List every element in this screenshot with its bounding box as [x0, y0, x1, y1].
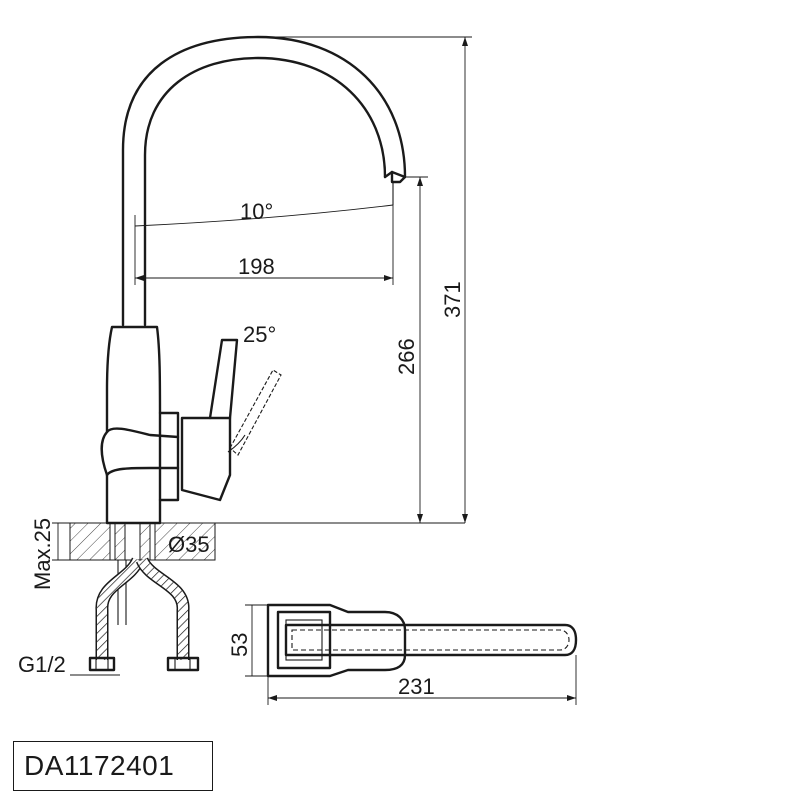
max-thickness-label: Max.25 [30, 518, 55, 590]
spout-dimensions [134, 204, 394, 285]
spout-reach-label: 198 [238, 254, 275, 279]
model-code-box: DA1172401 [13, 741, 213, 791]
countertop-section [69, 522, 465, 561]
handle-length-label: 231 [398, 674, 435, 699]
thickness-dimension [52, 522, 70, 561]
total-height-label: 371 [440, 281, 465, 318]
supply-hoses [88, 556, 200, 672]
handle-angle-label: 25° [243, 322, 276, 347]
spout [121, 35, 407, 327]
inlet-thread-label: G1/2 [18, 652, 66, 677]
spout-angle-label: 10° [240, 199, 273, 224]
hole-diameter-label: Ø35 [168, 532, 210, 557]
spout-height-label: 266 [394, 338, 419, 375]
handle-width-label: 53 [227, 633, 252, 657]
lever-handle [180, 338, 282, 502]
handle-top-view [245, 603, 578, 705]
model-code: DA1172401 [24, 750, 175, 781]
height-dimensions [250, 36, 472, 523]
faucet-body [100, 325, 180, 525]
